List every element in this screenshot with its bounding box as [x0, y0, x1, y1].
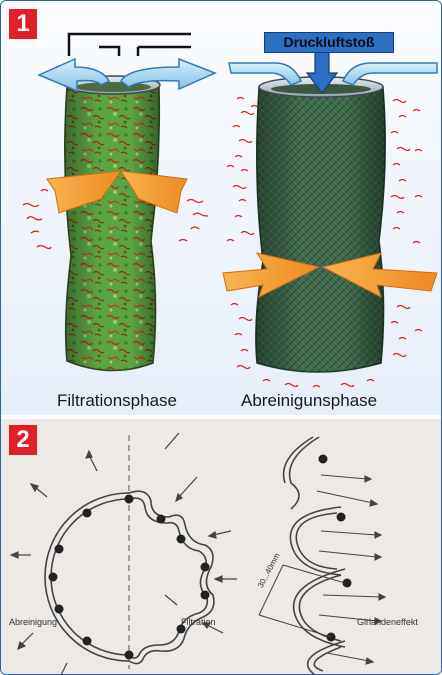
panel-garland-sketch: 2 Abreinigung Filtration Girlandeneffekt… [1, 419, 441, 674]
garland-support-wires [319, 455, 352, 642]
label-filtration: Filtration [181, 617, 216, 627]
clean-air-outflow-arrows [39, 59, 215, 91]
air-inlet-bracket [69, 34, 191, 56]
panel-number-badge: 1 [9, 9, 37, 39]
panel-filter-phases: 1 Druckluftstoß Filtrationsphase Abreini… [1, 1, 441, 416]
pulse-callout-label: Druckluftstoß [264, 32, 394, 53]
filter-bag-filtration [65, 76, 160, 371]
cleaning-direction-arrows [11, 433, 179, 674]
panel-number-badge: 2 [9, 425, 37, 455]
caption-filtration-phase: Filtrationsphase [57, 391, 177, 411]
filter-phases-illustration [1, 1, 441, 416]
label-abreinigung: Abreinigung [9, 617, 57, 627]
caption-cleaning-phase: Abreinigunsphase [241, 391, 377, 411]
label-girlandeneffekt: Girlandeneffekt [357, 617, 418, 627]
filtration-direction-arrows [165, 477, 237, 633]
garland-effect-sketch [284, 437, 345, 674]
cross-section-sketch [1, 419, 441, 674]
filter-bag-cleaning [256, 77, 385, 372]
